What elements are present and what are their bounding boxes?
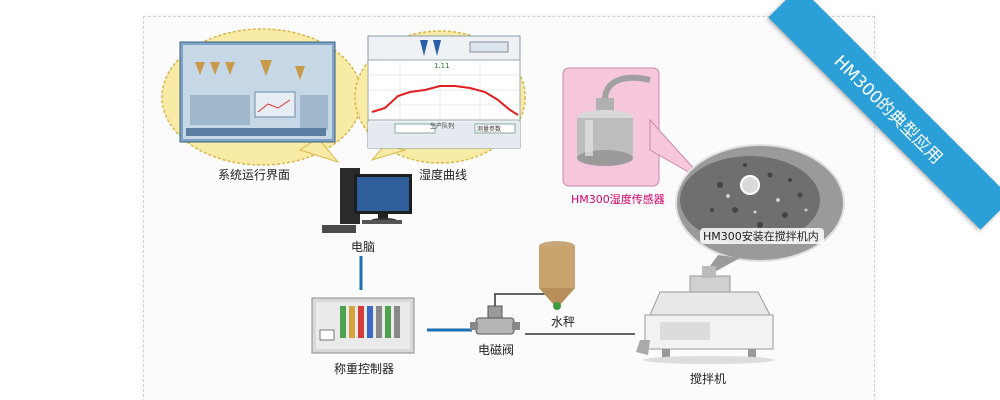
mixer-interior-bubble: [675, 144, 845, 280]
curve-table-header: 生产队列: [430, 123, 455, 130]
system-ui-bubble: [161, 28, 363, 166]
curve-value-label: 1.11: [434, 62, 450, 70]
water-scale-icon: [539, 241, 575, 310]
computer-label: 电脑: [351, 240, 376, 254]
weigh-controller-icon: [311, 297, 415, 354]
humidity-curve-bubble: [354, 30, 526, 164]
curve-table-button: 测量参数: [477, 126, 502, 133]
mixer-label: 搅拌机: [690, 372, 727, 386]
water-scale-label: 水秤: [551, 315, 576, 329]
solenoid-valve-label: 电磁阀: [478, 343, 515, 357]
computer-icon: [322, 168, 412, 233]
humidity-curve-label: 湿度曲线: [419, 168, 468, 182]
sensor-label: HM300湿度传感器: [571, 193, 665, 206]
mixer-icon: [636, 266, 775, 364]
system-ui-label: 系统运行界面: [218, 168, 291, 182]
weigh-controller-label: 称重控制器: [334, 362, 395, 376]
installed-label: HM300安装在搅拌机内: [703, 230, 819, 243]
sensor-bubble: [562, 67, 707, 187]
humidity-curve-line: [371, 85, 519, 116]
solenoid-valve-icon: [470, 305, 520, 335]
